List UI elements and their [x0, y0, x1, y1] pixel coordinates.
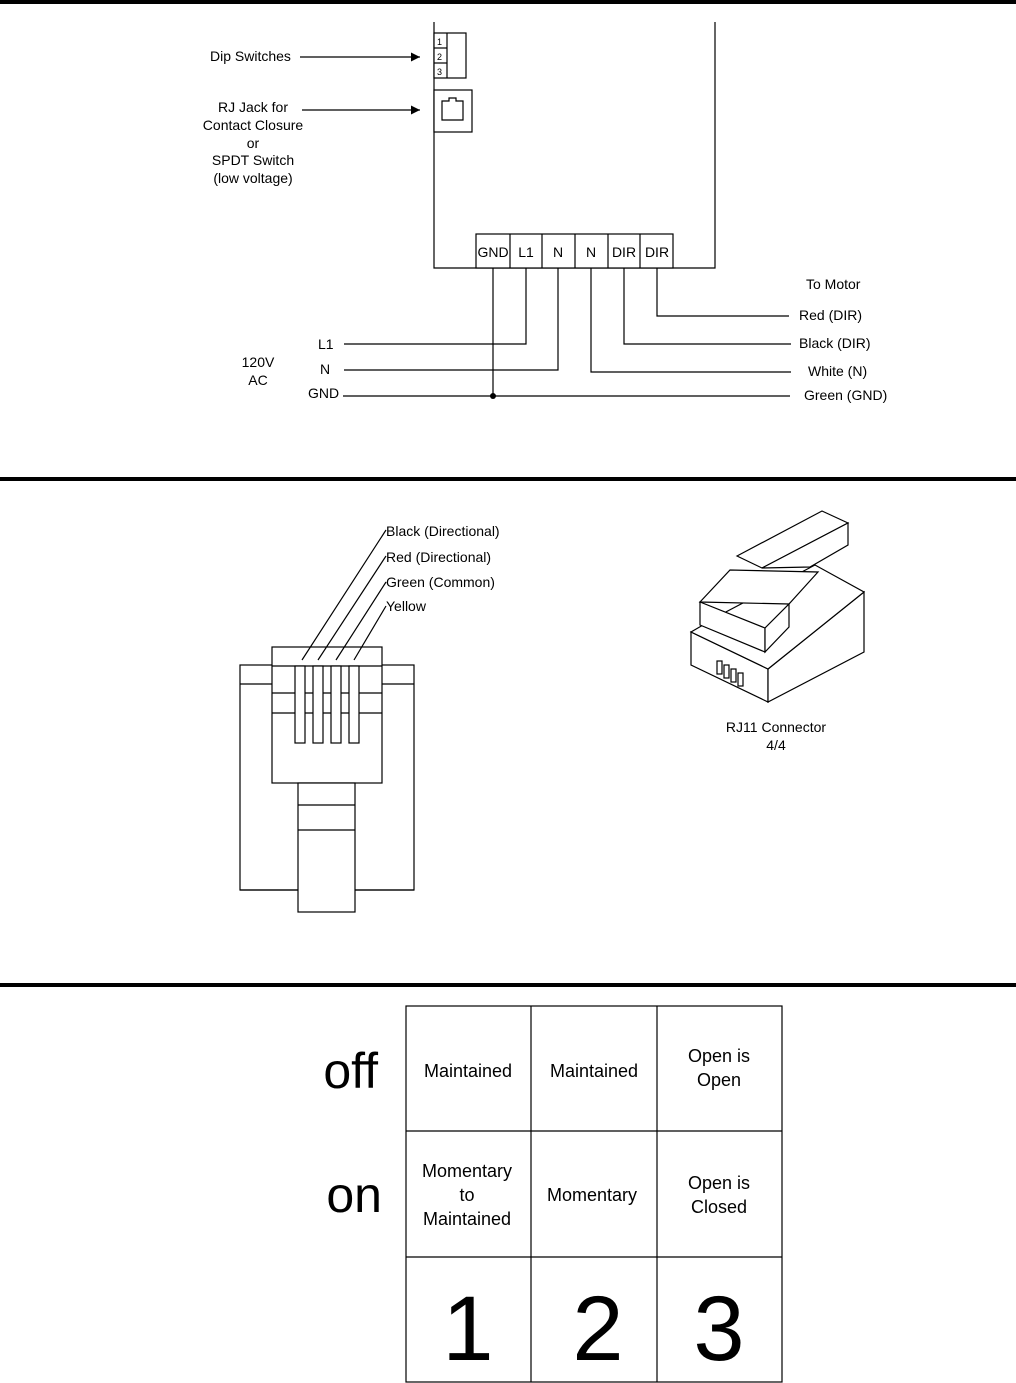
svg-text:Contact Closure: Contact Closure — [203, 117, 304, 133]
rj11-caption: RJ11 Connector 4/4 — [726, 719, 826, 753]
rj-jack-label: RJ Jack for Contact Closure or SPDT Swit… — [203, 99, 304, 186]
switch-number-2: 2 — [572, 1278, 623, 1380]
dip-number-1: 1 — [437, 37, 442, 47]
rj11-connector-icon — [689, 510, 866, 703]
svg-text:Closed: Closed — [691, 1197, 747, 1217]
terminal-strip: GND L1 N N DIR DIR — [475, 233, 674, 269]
dip-settings-table — [405, 1005, 783, 1383]
rj11-front-view — [239, 646, 415, 913]
svg-text:to: to — [459, 1185, 474, 1205]
switch-number-3: 3 — [693, 1278, 744, 1380]
cell-on-1: Momentary to Maintained — [422, 1161, 512, 1229]
lower-rule — [0, 983, 1016, 987]
supply-l1-label: L1 — [318, 336, 334, 352]
svg-text:120V: 120V — [242, 354, 275, 370]
cell-off-1: Maintained — [424, 1061, 512, 1081]
dip-number-2: 2 — [437, 52, 442, 62]
wire-label-red: Red (Directional) — [386, 549, 491, 565]
row-label-off: off — [323, 1043, 378, 1099]
top-rule — [0, 0, 1016, 4]
wire-label-yellow: Yellow — [386, 598, 427, 614]
svg-text:Momentary: Momentary — [422, 1161, 512, 1181]
rj-jack-icon — [433, 89, 473, 133]
svg-text:AC: AC — [248, 372, 267, 388]
supply-gnd-label: GND — [308, 385, 339, 401]
terminal-n-2: N — [586, 244, 596, 260]
wires — [343, 268, 791, 399]
dip-number-3: 3 — [437, 67, 442, 77]
row-label-on: on — [326, 1167, 382, 1223]
wire-label-black: Black (Directional) — [386, 523, 500, 539]
svg-text:RJ Jack for: RJ Jack for — [218, 99, 288, 115]
middle-rule — [0, 477, 1016, 481]
wire-label-green: Green (Common) — [386, 574, 495, 590]
terminal-n-1: N — [553, 244, 563, 260]
cell-off-3: Open is Open — [688, 1046, 750, 1090]
terminal-gnd: GND — [477, 244, 508, 260]
svg-text:4/4: 4/4 — [766, 737, 786, 753]
terminal-dir-2: DIR — [645, 244, 669, 260]
wire-leader-lines — [301, 529, 387, 661]
terminal-l1: L1 — [518, 244, 534, 260]
cell-on-2: Momentary — [547, 1185, 637, 1205]
cell-off-2: Maintained — [550, 1061, 638, 1081]
supply-voltage-label: 120V AC — [242, 354, 275, 388]
svg-text:Maintained: Maintained — [423, 1209, 511, 1229]
svg-text:Open is: Open is — [688, 1173, 750, 1193]
switch-number-1: 1 — [442, 1278, 493, 1380]
cell-on-3: Open is Closed — [688, 1173, 750, 1217]
svg-text:SPDT Switch: SPDT Switch — [212, 152, 294, 168]
dip-switches-label: Dip Switches — [210, 48, 291, 64]
svg-text:or: or — [247, 135, 260, 151]
motor-wire-red: Red (DIR) — [799, 307, 862, 323]
to-motor-label: To Motor — [806, 276, 861, 292]
svg-text:Open: Open — [697, 1070, 741, 1090]
motor-wire-white: White (N) — [808, 363, 867, 379]
dip-switch-block: 1 2 3 — [433, 32, 467, 79]
supply-n-label: N — [320, 361, 330, 377]
terminal-dir-1: DIR — [612, 244, 636, 260]
svg-text:Open is: Open is — [688, 1046, 750, 1066]
control-box — [433, 22, 716, 269]
svg-text:RJ11 Connector: RJ11 Connector — [726, 719, 826, 735]
motor-wire-green: Green (GND) — [804, 387, 887, 403]
svg-text:(low voltage): (low voltage) — [213, 170, 292, 186]
motor-wire-black: Black (DIR) — [799, 335, 871, 351]
